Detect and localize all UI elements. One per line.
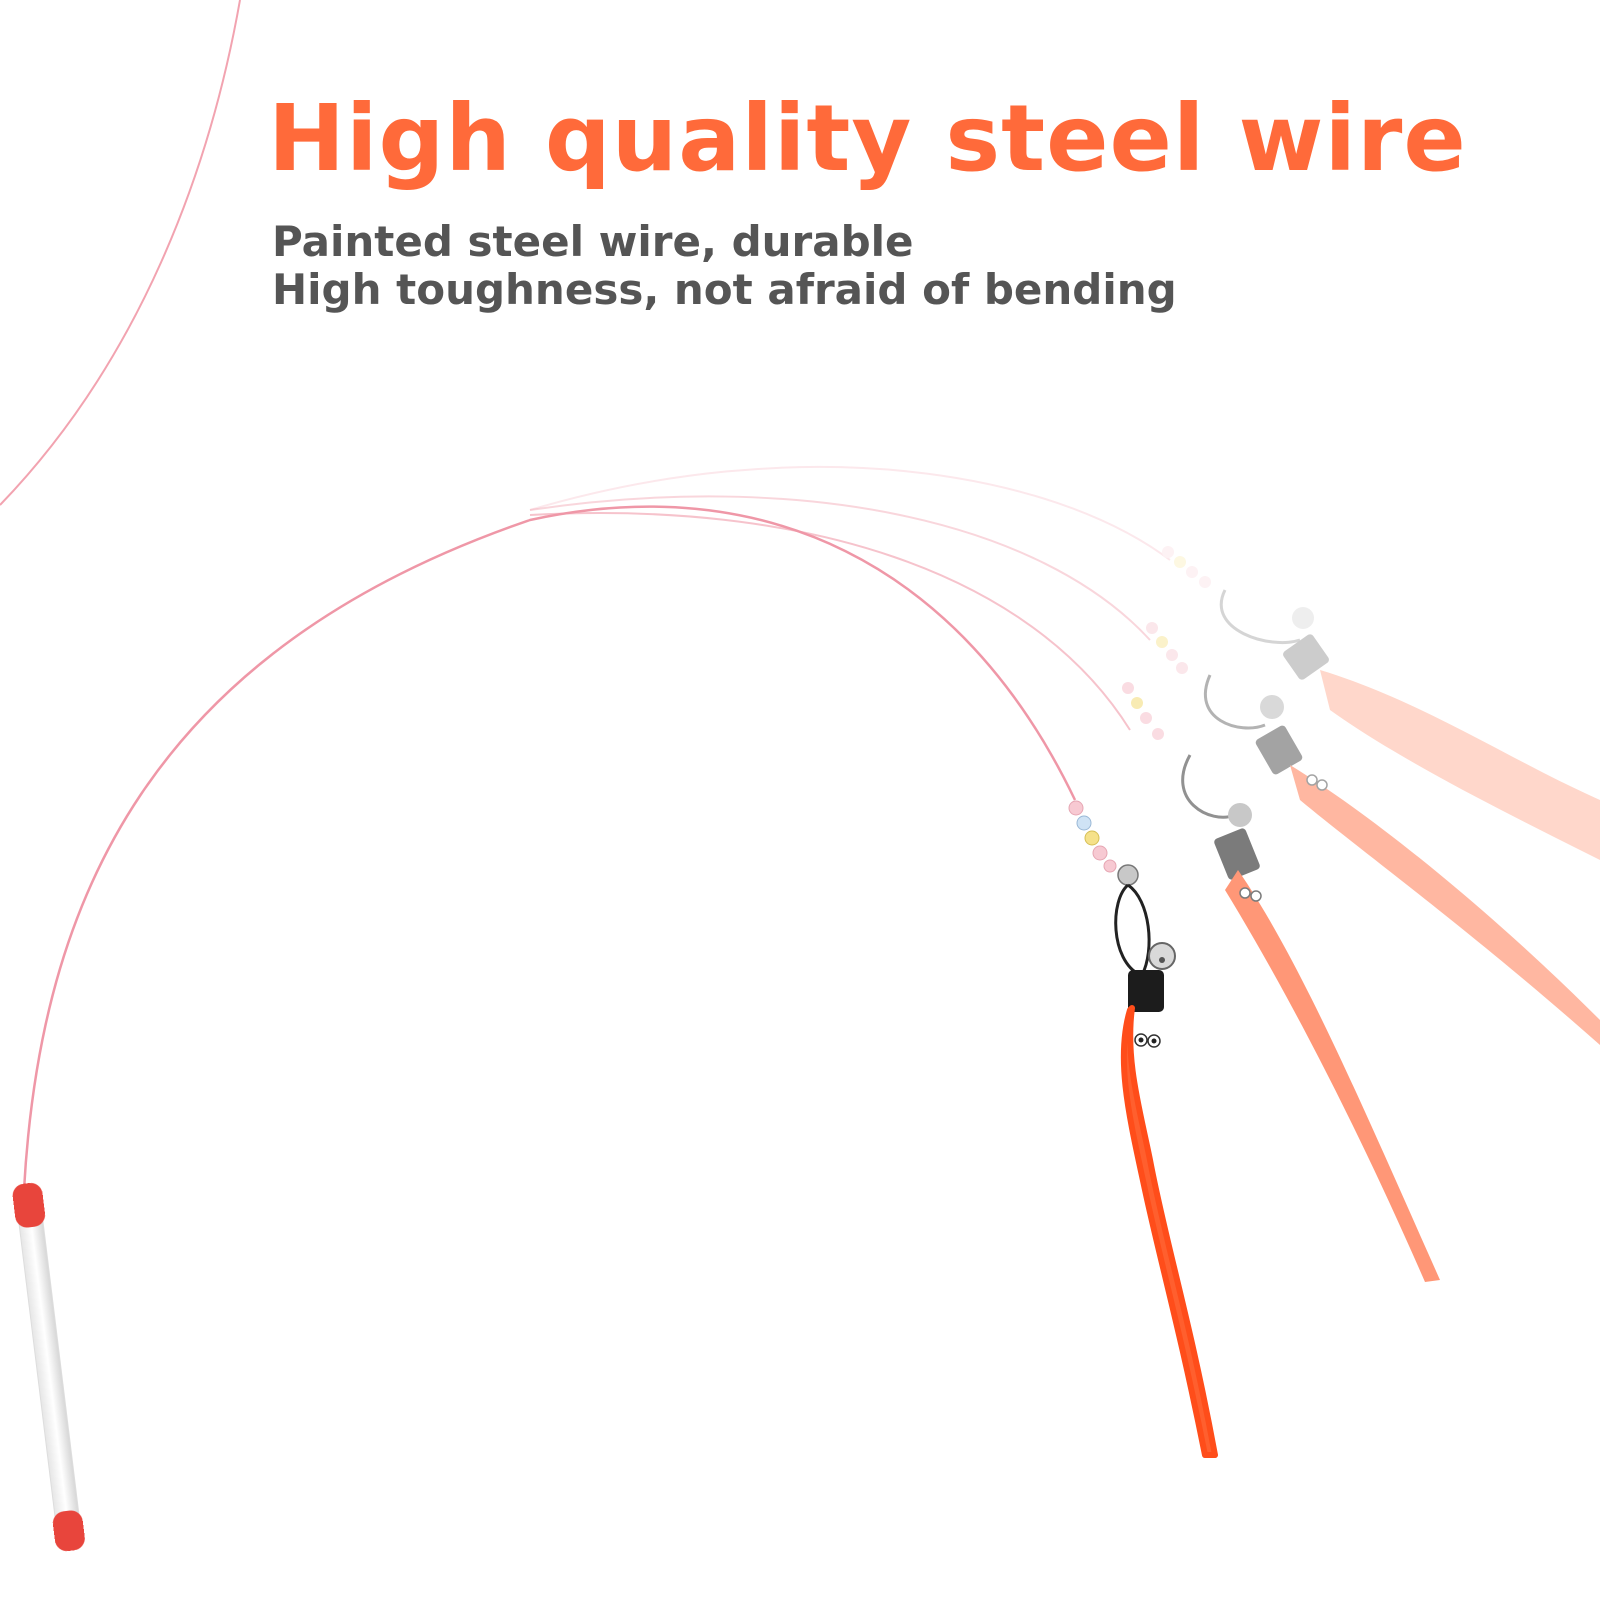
large-bell-icon xyxy=(1148,942,1176,970)
handle-top-cap xyxy=(12,1182,46,1228)
feature-line-1: Painted steel wire, durable xyxy=(272,217,914,266)
ghost-wire-3 xyxy=(529,465,1600,860)
handle-bottom-cap xyxy=(52,1510,85,1552)
tail-connector-cap xyxy=(1128,970,1164,1012)
ghost-wire-1 xyxy=(529,512,1440,1282)
small-bell-icon xyxy=(1117,864,1139,886)
bead-string xyxy=(1068,800,1117,873)
corner-wire-arc xyxy=(0,0,241,506)
orange-worm-tail xyxy=(1120,1005,1218,1458)
feature-line-2: High toughness, not afraid of bending xyxy=(272,265,1177,314)
main-steel-wire xyxy=(22,505,1077,1191)
wand-handle xyxy=(12,1182,85,1552)
feature-description: Painted steel wire, durable High toughne… xyxy=(272,218,1177,314)
ghost-wire-2 xyxy=(529,495,1600,1045)
headline: High quality steel wire xyxy=(268,85,1467,192)
elastic-loop xyxy=(1114,883,1151,977)
